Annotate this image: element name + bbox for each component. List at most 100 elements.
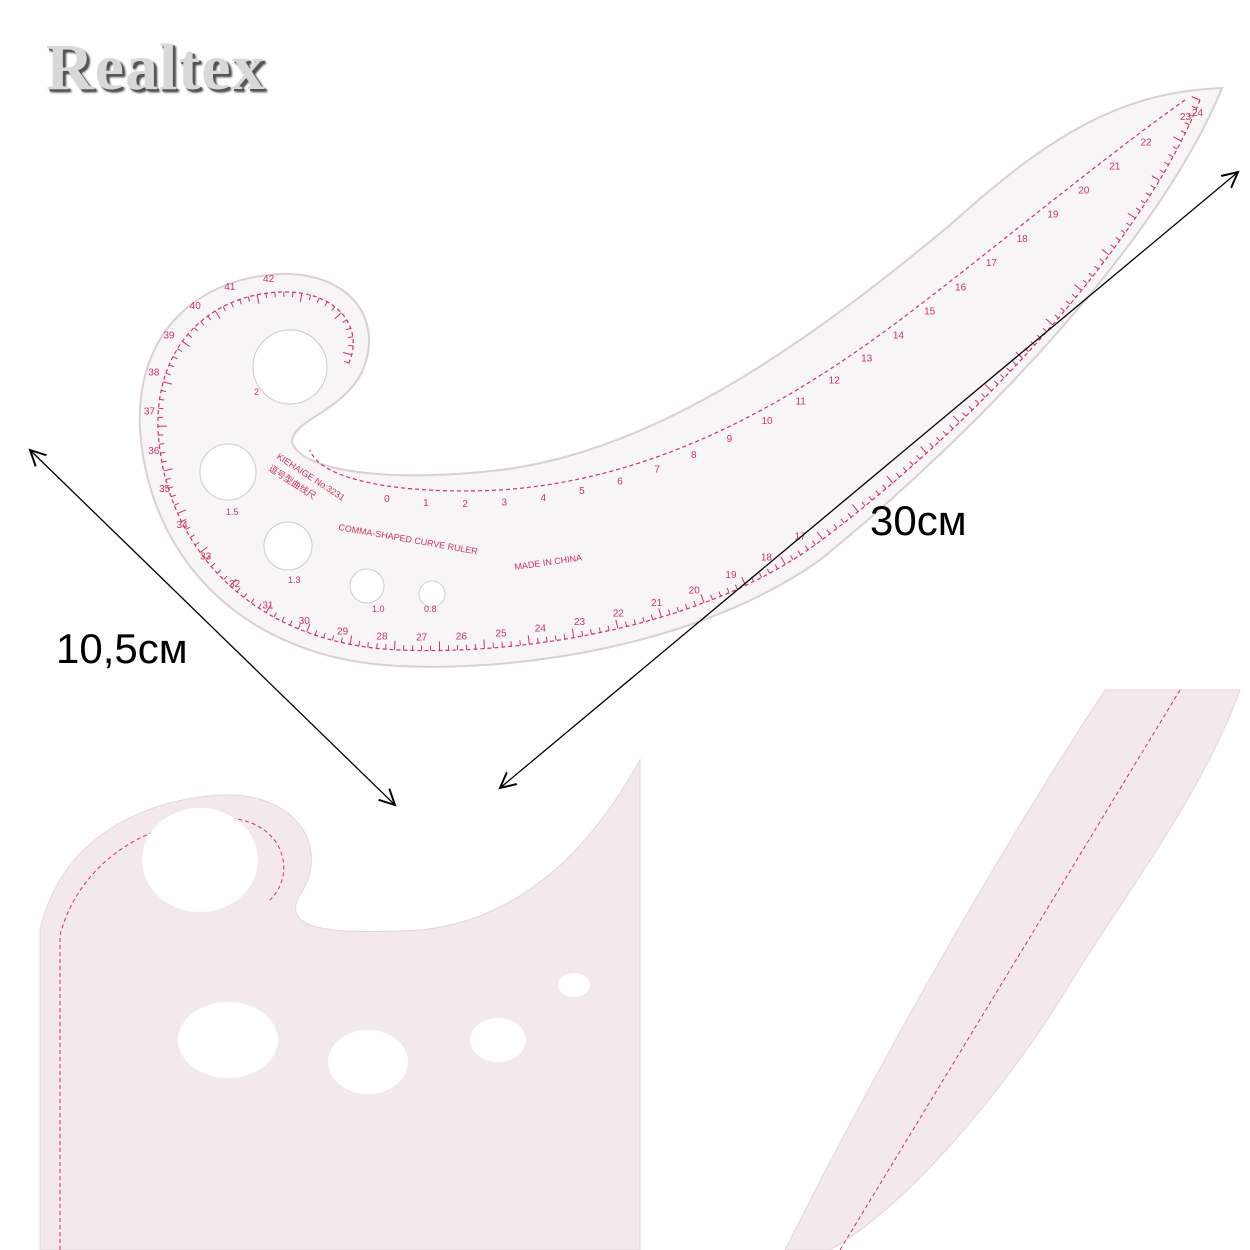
scale-number: 25: [495, 628, 507, 639]
scale-tick: [168, 364, 174, 368]
scale-tick: [172, 356, 178, 360]
hole-0-8: [418, 580, 446, 608]
scale-tick: [347, 336, 353, 339]
scale-number: 14: [893, 330, 905, 341]
scale-tick: [316, 297, 320, 303]
hole-label: 2: [254, 387, 259, 397]
hole-label: 1.5: [226, 507, 239, 517]
scale-number: 32: [229, 579, 241, 590]
scale-number: 39: [163, 331, 175, 342]
scale-tick: [1168, 154, 1174, 158]
scale-number: 42: [263, 274, 275, 285]
scale-tick: [177, 348, 182, 352]
hole-1-5: [199, 443, 257, 501]
scale-tick: [200, 321, 205, 326]
scale-tick: [1191, 96, 1201, 101]
scale-tick: [239, 299, 242, 305]
scale-tick: [247, 296, 251, 302]
scale-tick: [207, 315, 212, 321]
scale-tick: [159, 398, 165, 401]
scale-tick: [159, 443, 165, 445]
scale-tick: [265, 293, 268, 299]
scale-tick: [483, 639, 486, 649]
scale-tick: [344, 360, 350, 364]
closeup-ruler-head: [39, 758, 641, 1250]
scale-number: 27: [416, 633, 428, 644]
scale-tick: [1173, 136, 1182, 142]
scale-tick: [1191, 105, 1197, 109]
scale-number: 23: [1180, 112, 1192, 123]
scale-tick: [519, 640, 521, 646]
scale-number: 20: [1078, 185, 1090, 196]
scale-tick: [1172, 146, 1178, 150]
scale-number: 23: [574, 617, 586, 628]
scale-number: 26: [456, 631, 468, 642]
hole-2: [252, 329, 328, 405]
scale-tick: [545, 636, 548, 642]
scale-number: 1: [423, 498, 429, 509]
scale-tick: [230, 302, 234, 308]
scale-tick: [345, 327, 351, 331]
scale-tick: [376, 643, 378, 649]
scale-number: 21: [651, 598, 663, 609]
hole-label: 1.0: [372, 604, 385, 614]
scale-number: 22: [1141, 138, 1153, 149]
scale-number: 30: [299, 616, 311, 627]
scale-tick: [214, 310, 221, 319]
scale-number: 19: [725, 570, 737, 581]
scale-number: 36: [148, 446, 160, 457]
scale-number: 10: [761, 416, 773, 427]
scale-number: 41: [224, 282, 236, 293]
scale-number: 33: [200, 552, 212, 563]
closeup-hole: [558, 973, 590, 997]
length-arrow: [500, 172, 1238, 788]
scale-tick: [537, 638, 539, 644]
scale-number: 15: [924, 307, 936, 318]
scale-number: 22: [613, 608, 625, 619]
scale-tick: [331, 306, 336, 311]
scale-tick: [163, 381, 173, 385]
width-label: 10,5см: [56, 625, 188, 672]
scale-number: 12: [829, 375, 841, 386]
scale-tick: [1188, 114, 1194, 118]
scale-tick: [182, 340, 191, 348]
closeup-hole: [142, 808, 258, 912]
scale-tick: [367, 642, 369, 648]
scale-number: 6: [617, 476, 623, 487]
scale-number: 13: [861, 353, 873, 364]
scale-number: 0: [384, 494, 390, 505]
scale-number: 20: [689, 585, 701, 596]
width-arrow: [30, 450, 395, 805]
length-label: 30см: [870, 497, 967, 544]
scale-number: 31: [262, 600, 274, 611]
scale-number: 3: [502, 498, 508, 509]
scale-number: 35: [159, 484, 171, 495]
scale-tick: [324, 301, 328, 307]
scale-number: 5: [579, 486, 585, 497]
scale-number: 24: [1192, 108, 1204, 119]
hole-label: 0.8: [424, 604, 437, 614]
scale-number: 11: [795, 396, 806, 407]
hole-1-3: [263, 521, 313, 571]
scale-tick: [342, 351, 352, 356]
scale-tick: [256, 294, 260, 304]
closeup-ruler-tip: [784, 689, 1241, 1250]
scale-tick: [342, 319, 347, 324]
scale-tick: [187, 333, 193, 338]
scale-tick: [1163, 161, 1169, 166]
scale-tick: [1184, 122, 1190, 126]
scale-tick: [1180, 130, 1186, 134]
scale-tick: [165, 372, 171, 376]
scale-tick: [193, 327, 199, 332]
scale-number: 38: [148, 367, 160, 378]
scale-tick: [510, 641, 512, 647]
scale-number: 24: [535, 624, 547, 635]
scale-number: 21: [1109, 161, 1121, 172]
scale-number: 8: [691, 450, 697, 461]
brand-logo: Realtex: [46, 31, 266, 104]
closeup-hole: [328, 1030, 408, 1094]
scale-number: 17: [986, 258, 998, 269]
scale-number: 40: [190, 301, 202, 312]
